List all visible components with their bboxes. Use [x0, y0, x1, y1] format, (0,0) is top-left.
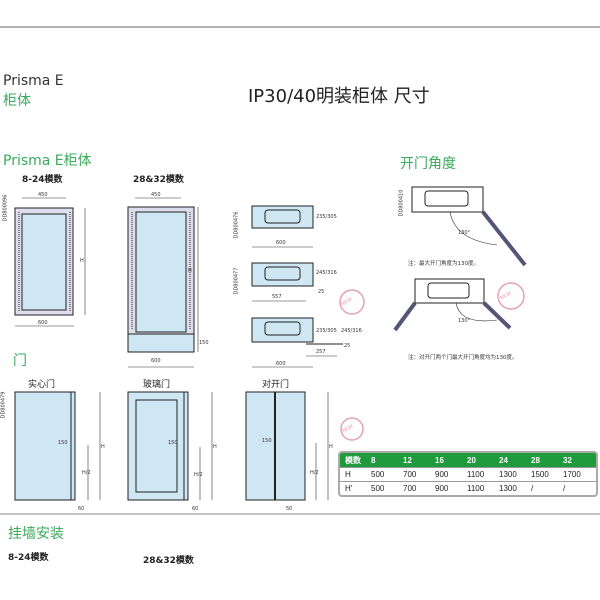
- table-row: H' 500 700 900 1100 1300 / /: [340, 481, 596, 495]
- size-table: 模数 8 12 16 20 24 28 32 H 500 700 900 1100 1300 1500 17…: [338, 451, 598, 497]
- td: 500: [371, 470, 385, 479]
- td: 1300: [499, 470, 517, 479]
- th: 16: [435, 455, 444, 465]
- td: 900: [435, 470, 449, 479]
- dim: 60: [78, 506, 85, 512]
- dim: 450: [151, 192, 161, 198]
- dim: H: [101, 444, 105, 450]
- dim: 600: [38, 320, 48, 326]
- section-wall-mount: 挂墙安装: [8, 526, 64, 542]
- code: DD800476: [233, 211, 240, 239]
- section-door-angle: 开门角度: [400, 156, 456, 172]
- td: 1300: [499, 484, 517, 493]
- th: 32: [563, 455, 572, 465]
- dim: 150: [58, 440, 68, 446]
- code: DD800479: [0, 391, 7, 419]
- door-angle-diagram: [393, 186, 527, 332]
- angle-label: 130°: [458, 318, 471, 324]
- label-glass-door: 玻璃门: [143, 380, 171, 390]
- dim: 150: [199, 340, 209, 346]
- dim: 150: [262, 438, 272, 444]
- top-views: [251, 205, 343, 345]
- dim: 557: [272, 294, 282, 300]
- label-double-door: 对开门: [262, 380, 290, 390]
- th: 24: [499, 455, 508, 465]
- angle-label: 130°: [458, 230, 471, 236]
- td: 1100: [467, 470, 485, 479]
- dim: H: [188, 268, 192, 274]
- label-wall-8-24: 8-24模数: [8, 553, 49, 563]
- note: 注：最大开门角度为130度。: [408, 261, 479, 267]
- td: 700: [403, 470, 417, 479]
- dim: H/2: [310, 470, 319, 476]
- code: DD800477: [233, 267, 240, 295]
- td: H': [345, 484, 353, 493]
- product-name: Prisma E: [3, 73, 64, 89]
- dim: H: [80, 258, 84, 264]
- label-8-24: 8-24模数: [22, 175, 63, 185]
- cabinet-front-8-24: [14, 207, 74, 316]
- td: 1700: [563, 470, 581, 479]
- code: DD800096: [2, 194, 9, 222]
- label-solid-door: 实心门: [28, 380, 56, 390]
- dim: 25: [318, 289, 325, 295]
- th: 28: [531, 455, 540, 465]
- td: 1100: [467, 484, 485, 493]
- dim: 600: [276, 361, 286, 367]
- dim: H: [213, 444, 217, 450]
- code: DD800410: [398, 189, 405, 217]
- section-doors: 门: [13, 353, 27, 369]
- dim: 245/316: [341, 328, 362, 334]
- th: 12: [403, 455, 412, 465]
- td: 1500: [531, 470, 549, 479]
- note: 注：对开门两个门最大开门角度均为130度。: [408, 355, 518, 361]
- dim: 245/316: [316, 270, 337, 276]
- td: H: [345, 470, 351, 479]
- dim: 235/305: [316, 328, 337, 334]
- label-28-32: 28&32模数: [133, 175, 184, 185]
- dim: 600: [276, 240, 286, 246]
- td: /: [563, 484, 566, 493]
- dim: 60: [192, 506, 199, 512]
- th: 20: [467, 455, 476, 465]
- dim: H/2: [82, 470, 91, 476]
- td: /: [531, 484, 534, 493]
- section-cabinet: Prisma E柜体: [3, 153, 92, 169]
- dim: 235/305: [316, 214, 337, 220]
- td: 500: [371, 484, 385, 493]
- door-drawings: [14, 391, 306, 501]
- table-row: H 500 700 900 1100 1300 1500 1700: [340, 467, 596, 481]
- new-stamps: [339, 282, 525, 441]
- label-wall-28-32: 28&32模数: [143, 556, 194, 566]
- dim: 25: [344, 343, 351, 349]
- dim: H: [329, 444, 333, 450]
- cabinet-front-28-32: [127, 206, 195, 353]
- dim: 450: [38, 192, 48, 198]
- th: 8: [371, 455, 376, 465]
- product-subtitle: 柜体: [3, 93, 31, 109]
- dim: 150: [168, 440, 178, 446]
- dim: H/2: [194, 472, 203, 478]
- dim: 50: [286, 506, 293, 512]
- td: 700: [403, 484, 417, 493]
- dim: 600: [151, 358, 161, 364]
- table-header: 模数 8 12 16 20 24 28 32: [340, 453, 596, 467]
- dim: 257: [316, 349, 326, 355]
- td: 900: [435, 484, 449, 493]
- th: 模数: [345, 455, 361, 465]
- page-title: IP30/40明装柜体 尺寸: [248, 86, 430, 107]
